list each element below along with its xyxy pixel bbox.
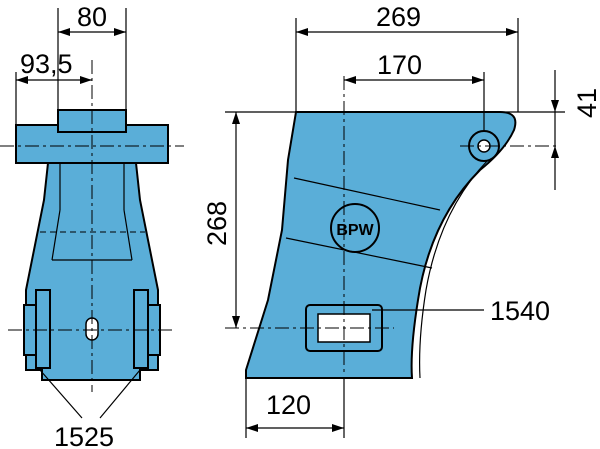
- dim-120: 120: [266, 390, 311, 420]
- left-lug-inner: [35, 289, 51, 369]
- bpw-logo-text: BPW: [336, 222, 374, 239]
- part-number-1525: 1525: [54, 422, 114, 449]
- dim-269: 269: [376, 2, 421, 32]
- dim-80: 80: [77, 2, 107, 32]
- front-view: 80 93,5 1525: [0, 2, 184, 449]
- bpw-logo: BPW: [330, 203, 380, 253]
- dim-41: 41: [572, 88, 600, 118]
- part-number-1540: 1540: [490, 296, 550, 326]
- right-lug-inner: [133, 289, 149, 369]
- side-view: BPW 269 170 41 268: [202, 2, 600, 438]
- dim-268: 268: [202, 201, 232, 246]
- dim-170: 170: [377, 50, 422, 80]
- dim-93-5: 93,5: [20, 49, 73, 79]
